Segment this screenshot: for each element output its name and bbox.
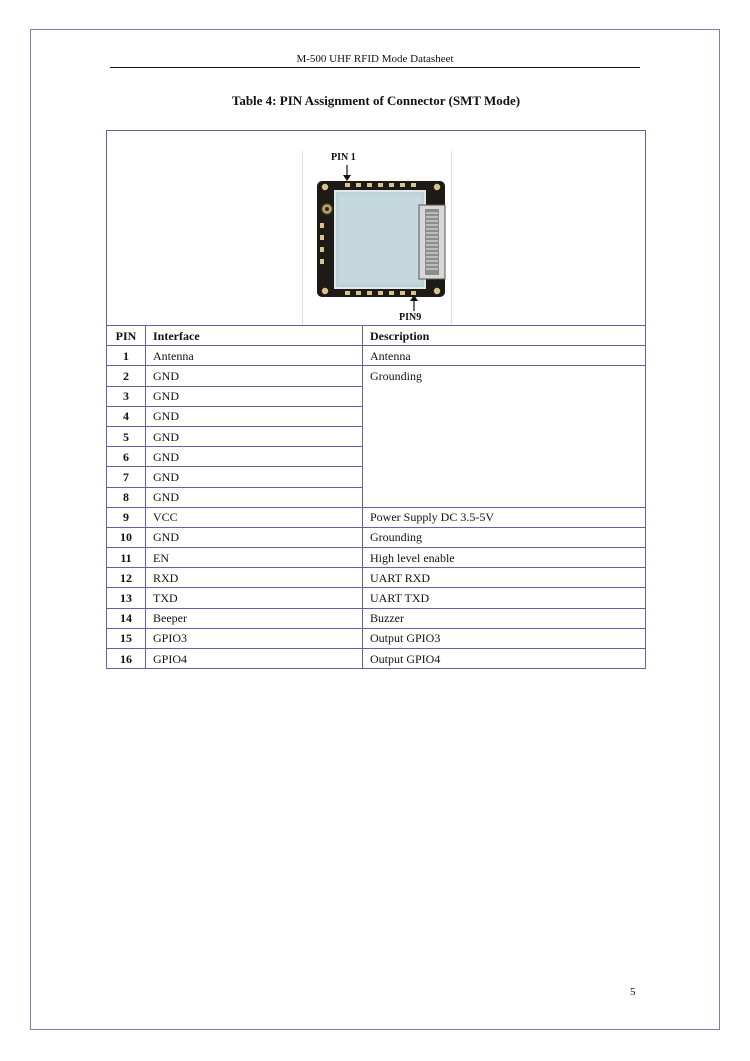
pin-interface: GND — [145, 405, 363, 427]
pin-description: Output GPIO3 — [362, 627, 646, 650]
pin-interface: GND — [145, 486, 363, 508]
pin-description: Grounding — [362, 365, 646, 508]
pin-number: 10 — [106, 526, 146, 549]
pin-number: 16 — [106, 647, 146, 670]
table-caption: Table 4: PIN Assignment of Connector (SM… — [231, 93, 521, 108]
pin-interface: GND — [145, 385, 363, 407]
pin-description: Buzzer — [362, 607, 646, 629]
table-row: 12 RXD UART RXD — [106, 567, 646, 589]
table-row: 6 GND — [106, 446, 646, 468]
pin-number: 1 — [106, 345, 146, 367]
pin-number: 3 — [106, 385, 146, 407]
table-row: 4 GND — [106, 405, 646, 427]
module-photo: PIN 1 PIN9 — [302, 151, 452, 325]
table-row: 9 VCC Power Supply DC 3.5-5V — [106, 506, 646, 528]
table-row: 13 TXD UART TXD — [106, 587, 646, 609]
pin-interface: VCC — [145, 506, 363, 528]
pin-number: 11 — [106, 547, 146, 569]
pin-description: Antenna — [362, 345, 646, 367]
table-row: 1 Antenna Antenna — [106, 345, 646, 367]
pin-number: 5 — [106, 425, 146, 448]
pin1-label: PIN 1 — [331, 152, 356, 163]
pin-interface: GND — [145, 365, 363, 387]
figure-cell: PIN 1 PIN9 — [106, 130, 646, 326]
table-row: 14 Beeper Buzzer — [106, 607, 646, 629]
pin-interface: GND — [145, 425, 363, 448]
table-row: 2 GND Grounding — [106, 365, 646, 508]
pin-interface: GND — [145, 446, 363, 468]
pin-number: 8 — [106, 486, 146, 508]
pin-description: UART TXD — [362, 587, 646, 609]
pin-interface: GND — [145, 526, 363, 549]
pin-number: 2 — [106, 365, 146, 387]
pin-number: 6 — [106, 446, 146, 468]
pin-interface: EN — [145, 547, 363, 569]
pin-description: Grounding — [362, 526, 646, 549]
header-interface: Interface — [145, 324, 363, 347]
pin-interface: GPIO4 — [145, 647, 363, 670]
pin-number: 12 — [106, 567, 146, 589]
pin-description: High level enable — [362, 547, 646, 569]
pin-interface: GPIO3 — [145, 627, 363, 650]
table-row: 16 GPIO4 Output GPIO4 — [106, 647, 646, 670]
pin-number: 13 — [106, 587, 146, 609]
page-number: 5 — [630, 986, 636, 998]
pin-interface: GND — [145, 466, 363, 488]
figure-row: PIN 1 PIN9 — [106, 130, 646, 326]
header-pin: PIN — [106, 324, 146, 347]
pin-interface: TXD — [145, 587, 363, 609]
header-rule — [110, 67, 640, 68]
pin-number: 14 — [106, 607, 146, 629]
pin-interface: Beeper — [145, 607, 363, 629]
pin-description: Output GPIO4 — [362, 647, 646, 670]
pin-number: 4 — [106, 405, 146, 427]
rfid-module-illustration — [317, 165, 446, 311]
pin-number: 7 — [106, 466, 146, 488]
table-row: 3 GND — [106, 385, 646, 407]
pin9-label: PIN9 — [399, 312, 422, 323]
header-row: PIN Interface Description — [106, 324, 646, 347]
pin-number: 9 — [106, 506, 146, 528]
pin-number: 15 — [106, 627, 146, 650]
pin-description: UART RXD — [362, 567, 646, 589]
pin-interface: Antenna — [145, 345, 363, 367]
table-row: 15 GPIO3 Output GPIO3 — [106, 627, 646, 650]
pin-description: Power Supply DC 3.5-5V — [362, 506, 646, 528]
header-description: Description — [362, 324, 646, 347]
pin-assignment-table: PIN 1 PIN9 — [106, 130, 646, 670]
table-row: 11 EN High level enable — [106, 547, 646, 569]
running-header: M-500 UHF RFID Mode Datasheet — [296, 53, 454, 65]
table-row: 10 GND Grounding — [106, 526, 646, 549]
table-row: 8 GND — [106, 486, 646, 508]
page-border — [30, 29, 720, 1030]
pin-interface: RXD — [145, 567, 363, 589]
